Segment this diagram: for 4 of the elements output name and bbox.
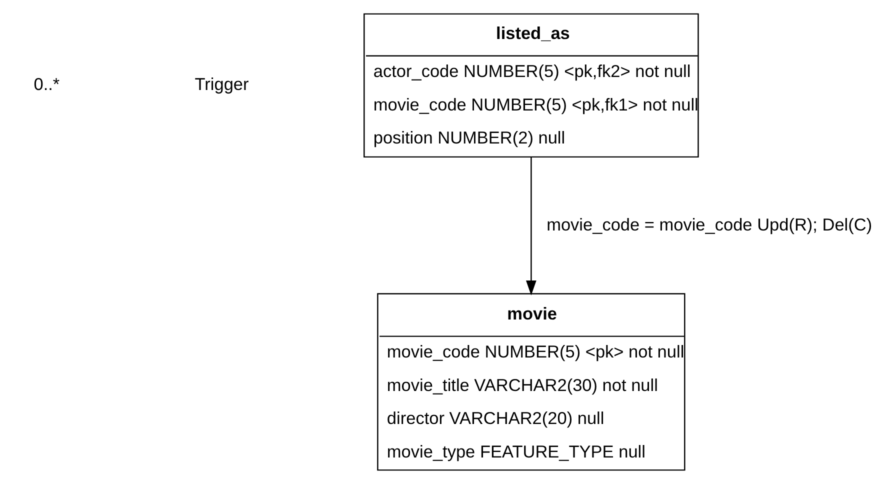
arrow <box>526 157 536 296</box>
label: 0..* <box>34 74 60 94</box>
edge-label: movie_code = movie_code Upd(R); Del(C) <box>546 214 872 235</box>
label: Trigger <box>194 74 249 94</box>
